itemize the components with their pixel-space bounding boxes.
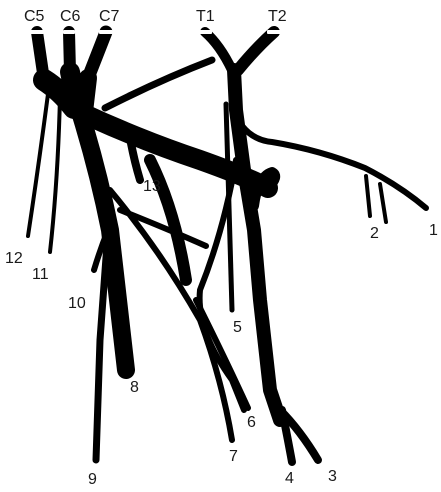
branch-2b-nerve <box>380 184 386 222</box>
label-branch-7: 7 <box>229 449 238 465</box>
label-c7: C7 <box>99 9 119 25</box>
label-branch-3: 3 <box>328 469 337 485</box>
label-branch-11: 11 <box>32 267 49 283</box>
label-branch-8: 8 <box>130 380 139 396</box>
branch-crossing-nerve <box>200 160 244 410</box>
label-branch-1: 1 <box>429 223 438 239</box>
label-c6: C6 <box>60 9 80 25</box>
label-branch-5: 5 <box>233 320 242 336</box>
branch-11-nerve <box>50 96 60 252</box>
label-branch-4: 4 <box>285 471 294 487</box>
label-c5: C5 <box>24 9 44 25</box>
cross-diagonal-connector <box>120 210 206 246</box>
label-t2: T2 <box>268 9 287 25</box>
connector-to-t1 <box>105 60 212 108</box>
c5-root-cap <box>30 30 44 34</box>
t1-root-cap <box>198 30 212 34</box>
label-branch-12: 12 <box>5 251 23 267</box>
c6-root-cap <box>63 30 75 34</box>
branch-12-nerve <box>28 94 48 236</box>
label-branch-9: 9 <box>88 472 97 488</box>
label-branch-6: 6 <box>247 415 256 431</box>
label-branch-2: 2 <box>370 226 379 242</box>
label-branch-13: 13 <box>143 179 161 195</box>
t2-root-cap <box>267 30 281 34</box>
c7-root-cap <box>99 30 113 34</box>
branch-2a-nerve <box>366 176 370 216</box>
label-t1: T1 <box>196 9 215 25</box>
t2-root <box>238 32 274 70</box>
label-branch-10: 10 <box>68 296 86 312</box>
